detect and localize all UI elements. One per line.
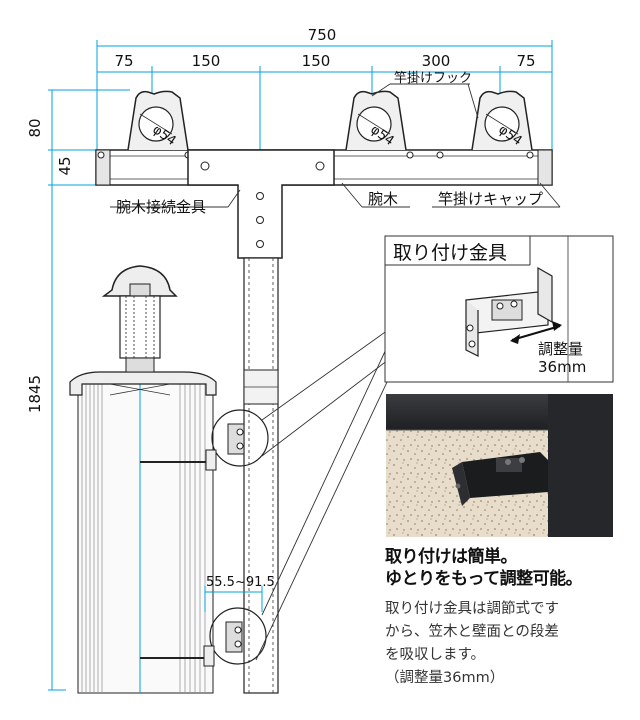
dim-w1: 75 [114,52,133,70]
dim-total-width: 750 [308,26,337,44]
caption-body-line-3: を吸収します。 [385,647,486,663]
dim-h-top: 80 [26,118,44,137]
dim-w4: 300 [422,52,451,70]
label-arm: 腕木 [368,190,398,208]
caption: 取り付けは簡単。 ゆとりをもって調整可能。 取り付け金具は調節式です から、笠木… [385,546,635,690]
top-dimensions: 750 75 150 150 300 75 [96,26,553,150]
adjust-value: 36mm [538,358,586,376]
callouts: 竿掛けフック 腕木接続金具 腕木 竿掛けキャップ [110,70,561,216]
hook-middle: φ54 [345,90,407,151]
wall-bracket-lower [140,607,267,667]
install-photo [386,394,613,537]
hook-left: φ54 [127,90,189,151]
label-cap: 竿掛けキャップ [438,190,543,208]
detail-title: 取り付け金具 [393,242,507,264]
wall [69,300,217,694]
arm-bracket [187,149,335,259]
left-dimensions: 80 45 1845 [26,89,130,691]
dim-w3: 150 [302,52,331,70]
caption-heading-2: ゆとりをもって調整可能。 [385,569,583,589]
dim-h-total: 1845 [26,375,44,413]
dim-w2: 150 [192,52,221,70]
adjust-range-dimension: 55.5~91.5 [204,575,275,612]
adjust-range-text: 55.5~91.5 [206,575,275,590]
adjust-label: 調整量 [538,340,583,358]
caption-heading-1: 取り付けは簡単。 [385,547,518,567]
caption-body-line-2: から、笠木と壁面との段差 [385,624,559,640]
label-arm-bracket: 腕木接続金具 [116,198,206,216]
label-hook: 竿掛けフック [394,70,472,86]
caption-body: 取り付け金具は調節式です から、笠木と壁面との段差 を吸収します。 （調整量36… [385,598,635,690]
dim-h-beam: 45 [56,156,74,175]
cap-post [101,265,178,373]
caption-body-line-4: （調整量36mm） [385,670,505,686]
wall-bracket-upper [140,409,269,471]
dim-w5: 75 [516,52,535,70]
detail-drawing-box: 取り付け金具 調整量 36mm [384,235,614,383]
vertical-post [243,257,279,694]
hook-right: φ54 [471,90,533,151]
detail-leaders [255,329,389,661]
caption-body-line-1: 取り付け金具は調節式です [385,601,559,617]
